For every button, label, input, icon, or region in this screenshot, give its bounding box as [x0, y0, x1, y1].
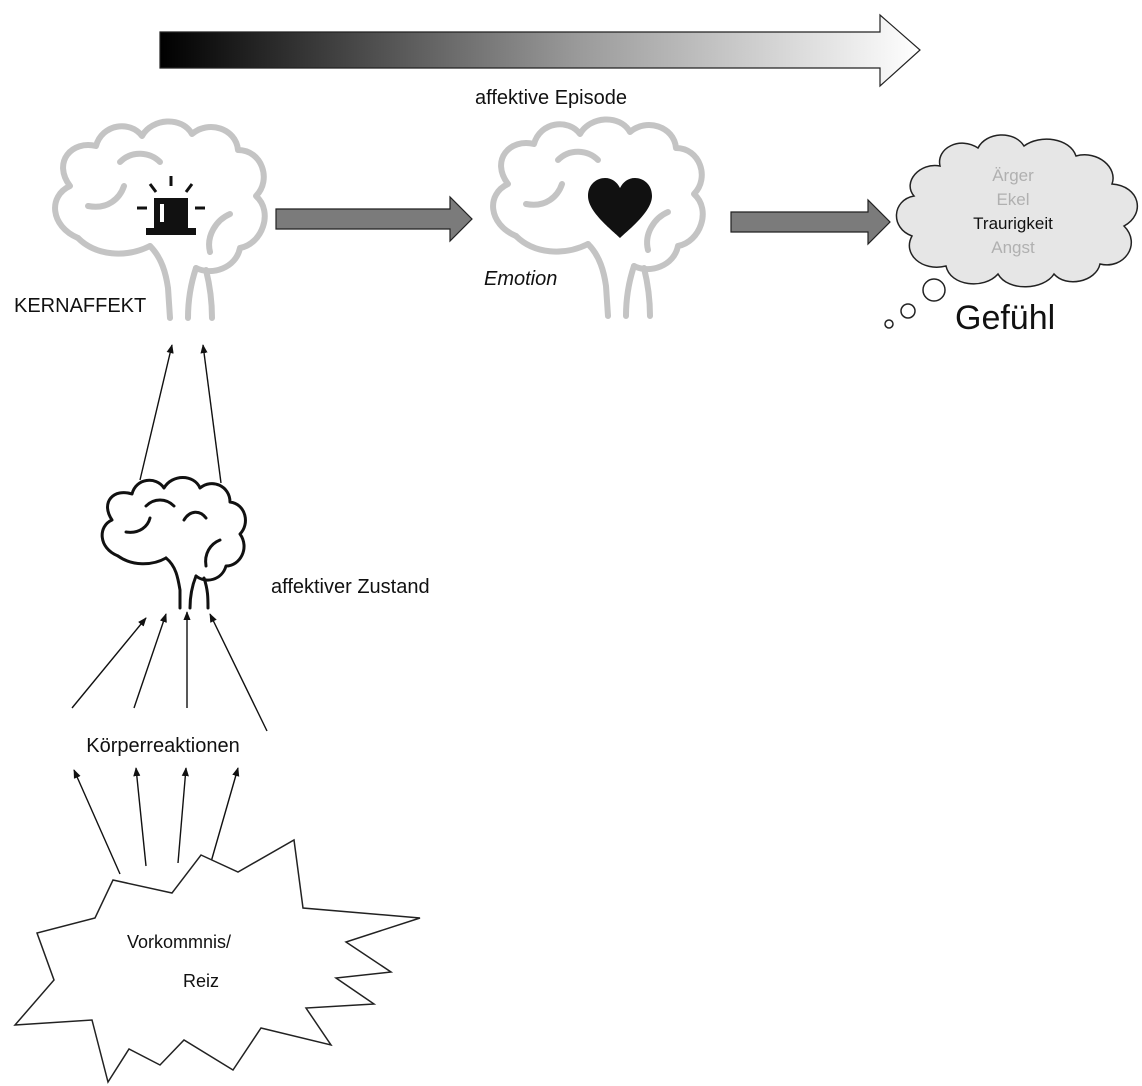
feeling-item: Traurigkeit	[973, 214, 1053, 233]
feeling-item: Ekel	[996, 190, 1029, 209]
heart-icon	[588, 178, 652, 238]
feeling-item: Angst	[991, 238, 1035, 257]
episode-gradient-arrow	[159, 13, 921, 88]
arrows-event-to-body	[73, 767, 240, 875]
emotion-brain-icon	[490, 116, 706, 319]
emotion-label: Emotion	[484, 268, 557, 290]
arrows-body-to-state	[71, 611, 268, 732]
episode-label: affektive Episode	[475, 87, 627, 109]
body-reactions-label: Körperreaktionen	[86, 735, 239, 757]
event-burst-shape	[13, 838, 421, 1084]
event-label-line2: Reiz	[183, 971, 219, 991]
feeling-item: Ärger	[992, 166, 1034, 185]
feeling-label: Gefühl	[955, 299, 1055, 337]
flow-arrow-core-to-emotion	[275, 195, 473, 243]
siren-icon	[137, 176, 205, 235]
event-label-line1: Vorkommnis/	[127, 932, 231, 952]
arrows-state-to-core-affect	[139, 344, 222, 484]
affective-state-label: affektiver Zustand	[271, 576, 430, 598]
thought-cloud-icon	[884, 134, 1139, 329]
affective-state-brain-icon	[100, 476, 247, 610]
flow-arrow-emotion-to-feeling	[730, 198, 891, 246]
core-affect-brain-icon	[52, 118, 268, 321]
core-affect-label: KERNAFFEKT	[14, 295, 146, 317]
